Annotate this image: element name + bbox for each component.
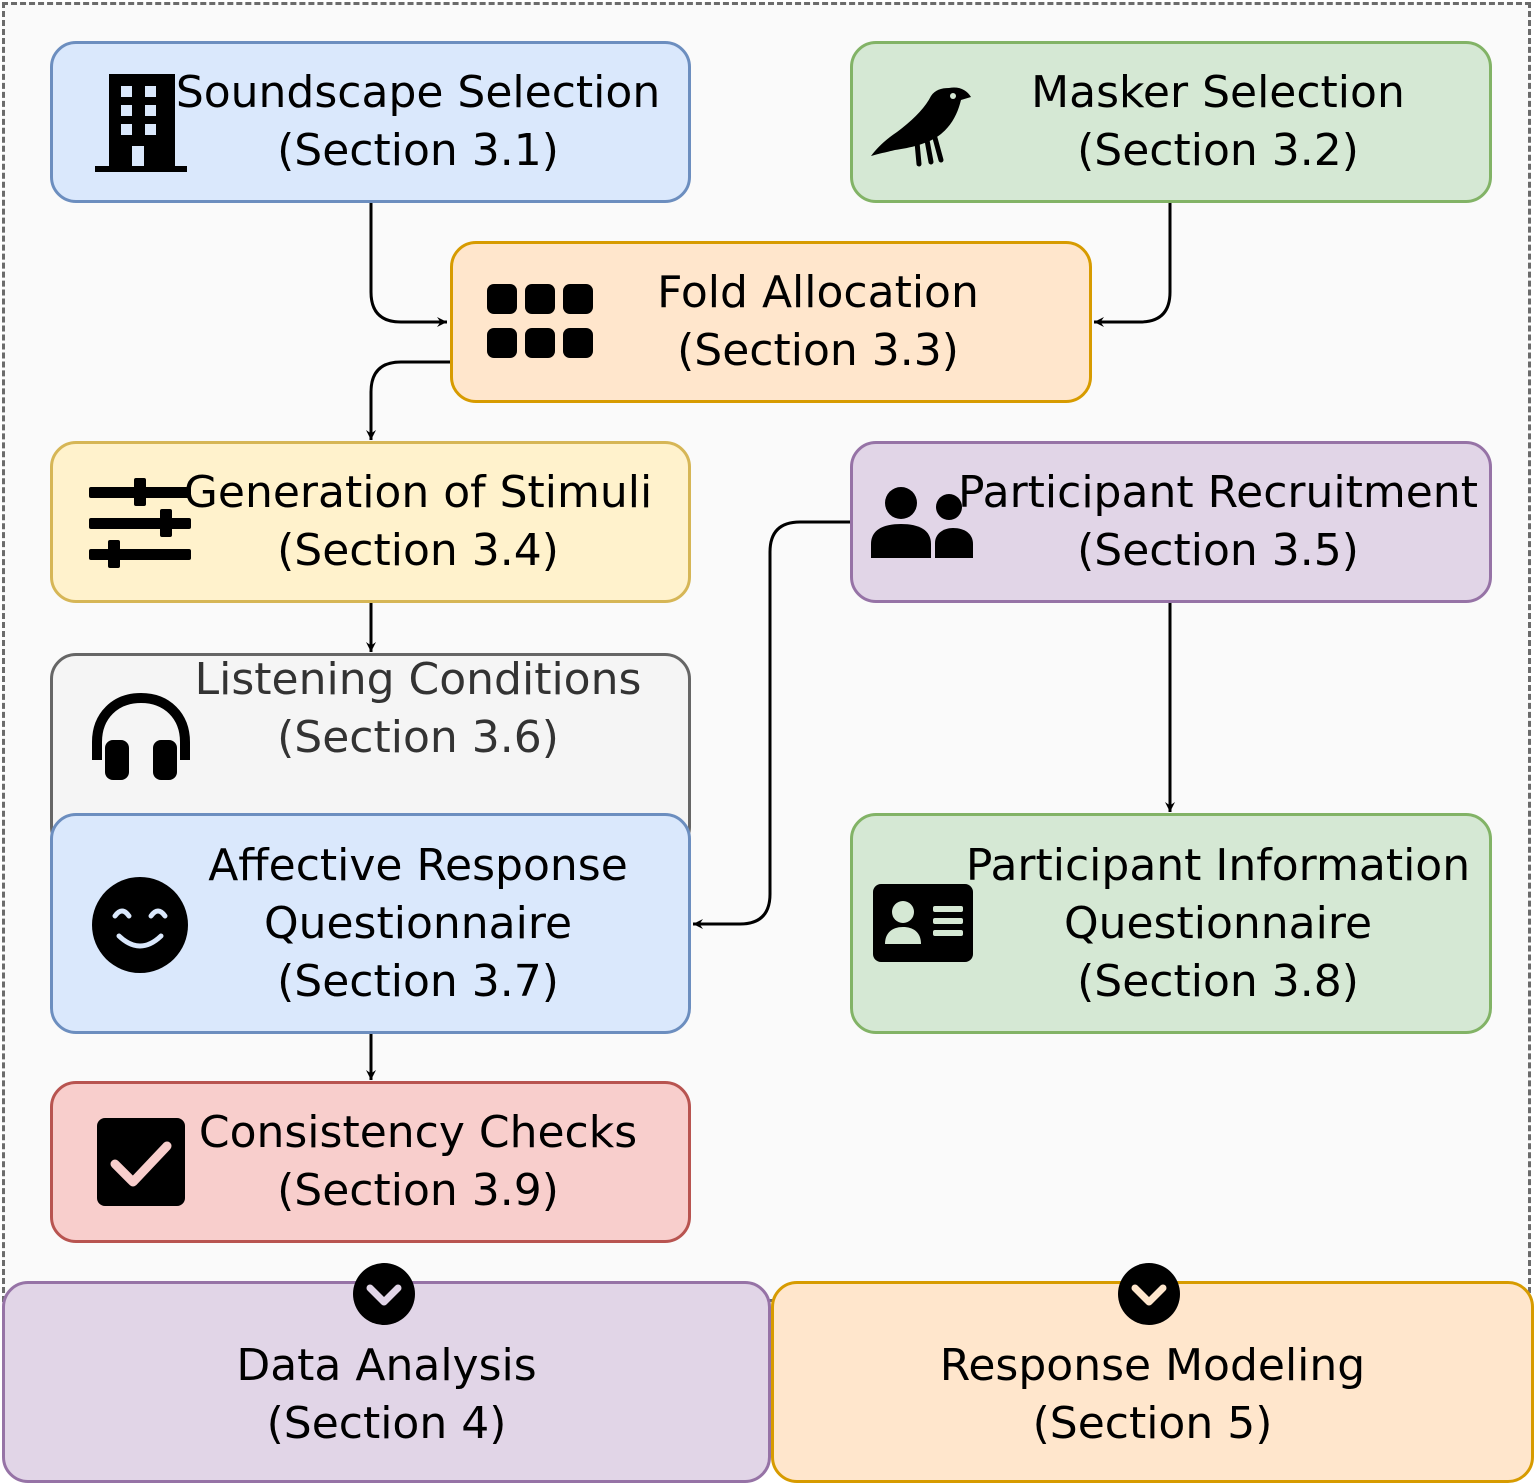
grid-icon: [487, 284, 593, 358]
node-label: Generation of Stimuli: [183, 467, 653, 518]
chevron-down-circle-icon: [1118, 1263, 1180, 1325]
sliders-icon: [89, 478, 191, 568]
node-section: (Section 4): [266, 1398, 507, 1449]
node-label-line2: Questionnaire: [263, 897, 573, 949]
node-label: Consistency Checks: [198, 1107, 638, 1158]
node-label-line2: Questionnaire: [1063, 897, 1373, 949]
node-fold-allocation: Fold Allocation (Section 3.3): [450, 241, 1092, 403]
checkbox-icon: [97, 1118, 185, 1206]
node-section: (Section 3.8): [1077, 955, 1359, 1007]
node-section: (Section 3.5): [1077, 525, 1359, 576]
edge-fold-stimuli: [366, 360, 451, 440]
node-masker-selection: Masker Selection (Section 3.2): [850, 41, 1492, 203]
node-participant-recruitment: Participant Recruitment (Section 3.5): [850, 441, 1492, 603]
edge-masker-fold: [1094, 203, 1172, 327]
node-label-line1: Participant Information: [965, 839, 1471, 891]
node-label-line1: Affective Response: [208, 839, 628, 891]
node-label: Listening Conditions: [194, 654, 642, 705]
building-icon: [95, 74, 187, 172]
node-section: (Section 3.4): [277, 525, 559, 576]
node-section: (Section 3.1): [277, 125, 559, 176]
node-label: Masker Selection: [1031, 67, 1405, 118]
node-affective-response-questionnaire: Affective Response Questionnaire (Sectio…: [50, 813, 691, 1034]
headphones-icon: [92, 692, 190, 780]
smile-icon: [92, 877, 188, 973]
node-label: Participant Recruitment: [958, 467, 1478, 518]
node-section: (Section 3.3): [677, 325, 959, 376]
bird-icon: [871, 87, 971, 167]
edge-soundscape-fold: [369, 203, 447, 327]
node-label: Soundscape Selection: [175, 67, 661, 118]
node-label: Response Modeling: [939, 1340, 1366, 1391]
node-section: (Section 3.9): [277, 1165, 559, 1216]
node-soundscape-selection: Soundscape Selection (Section 3.1): [50, 41, 691, 203]
node-section: (Section 3.2): [1077, 125, 1359, 176]
people-icon: [871, 487, 973, 558]
node-participant-information-questionnaire: Participant Information Questionnaire (S…: [850, 813, 1492, 1034]
node-label: Fold Allocation: [657, 267, 979, 318]
chevron-down-circle-icon: [353, 1263, 415, 1325]
node-section: (Section 3.7): [277, 955, 559, 1007]
node-section: (Section 3.6): [277, 712, 559, 763]
id-card-icon: [873, 884, 973, 962]
node-section: (Section 5): [1032, 1398, 1273, 1449]
node-label: Data Analysis: [236, 1340, 537, 1391]
edge-recruitment-affective: [693, 520, 850, 929]
node-consistency-checks: Consistency Checks (Section 3.9): [50, 1081, 691, 1243]
node-generation-of-stimuli: Generation of Stimuli (Section 3.4): [50, 441, 691, 603]
